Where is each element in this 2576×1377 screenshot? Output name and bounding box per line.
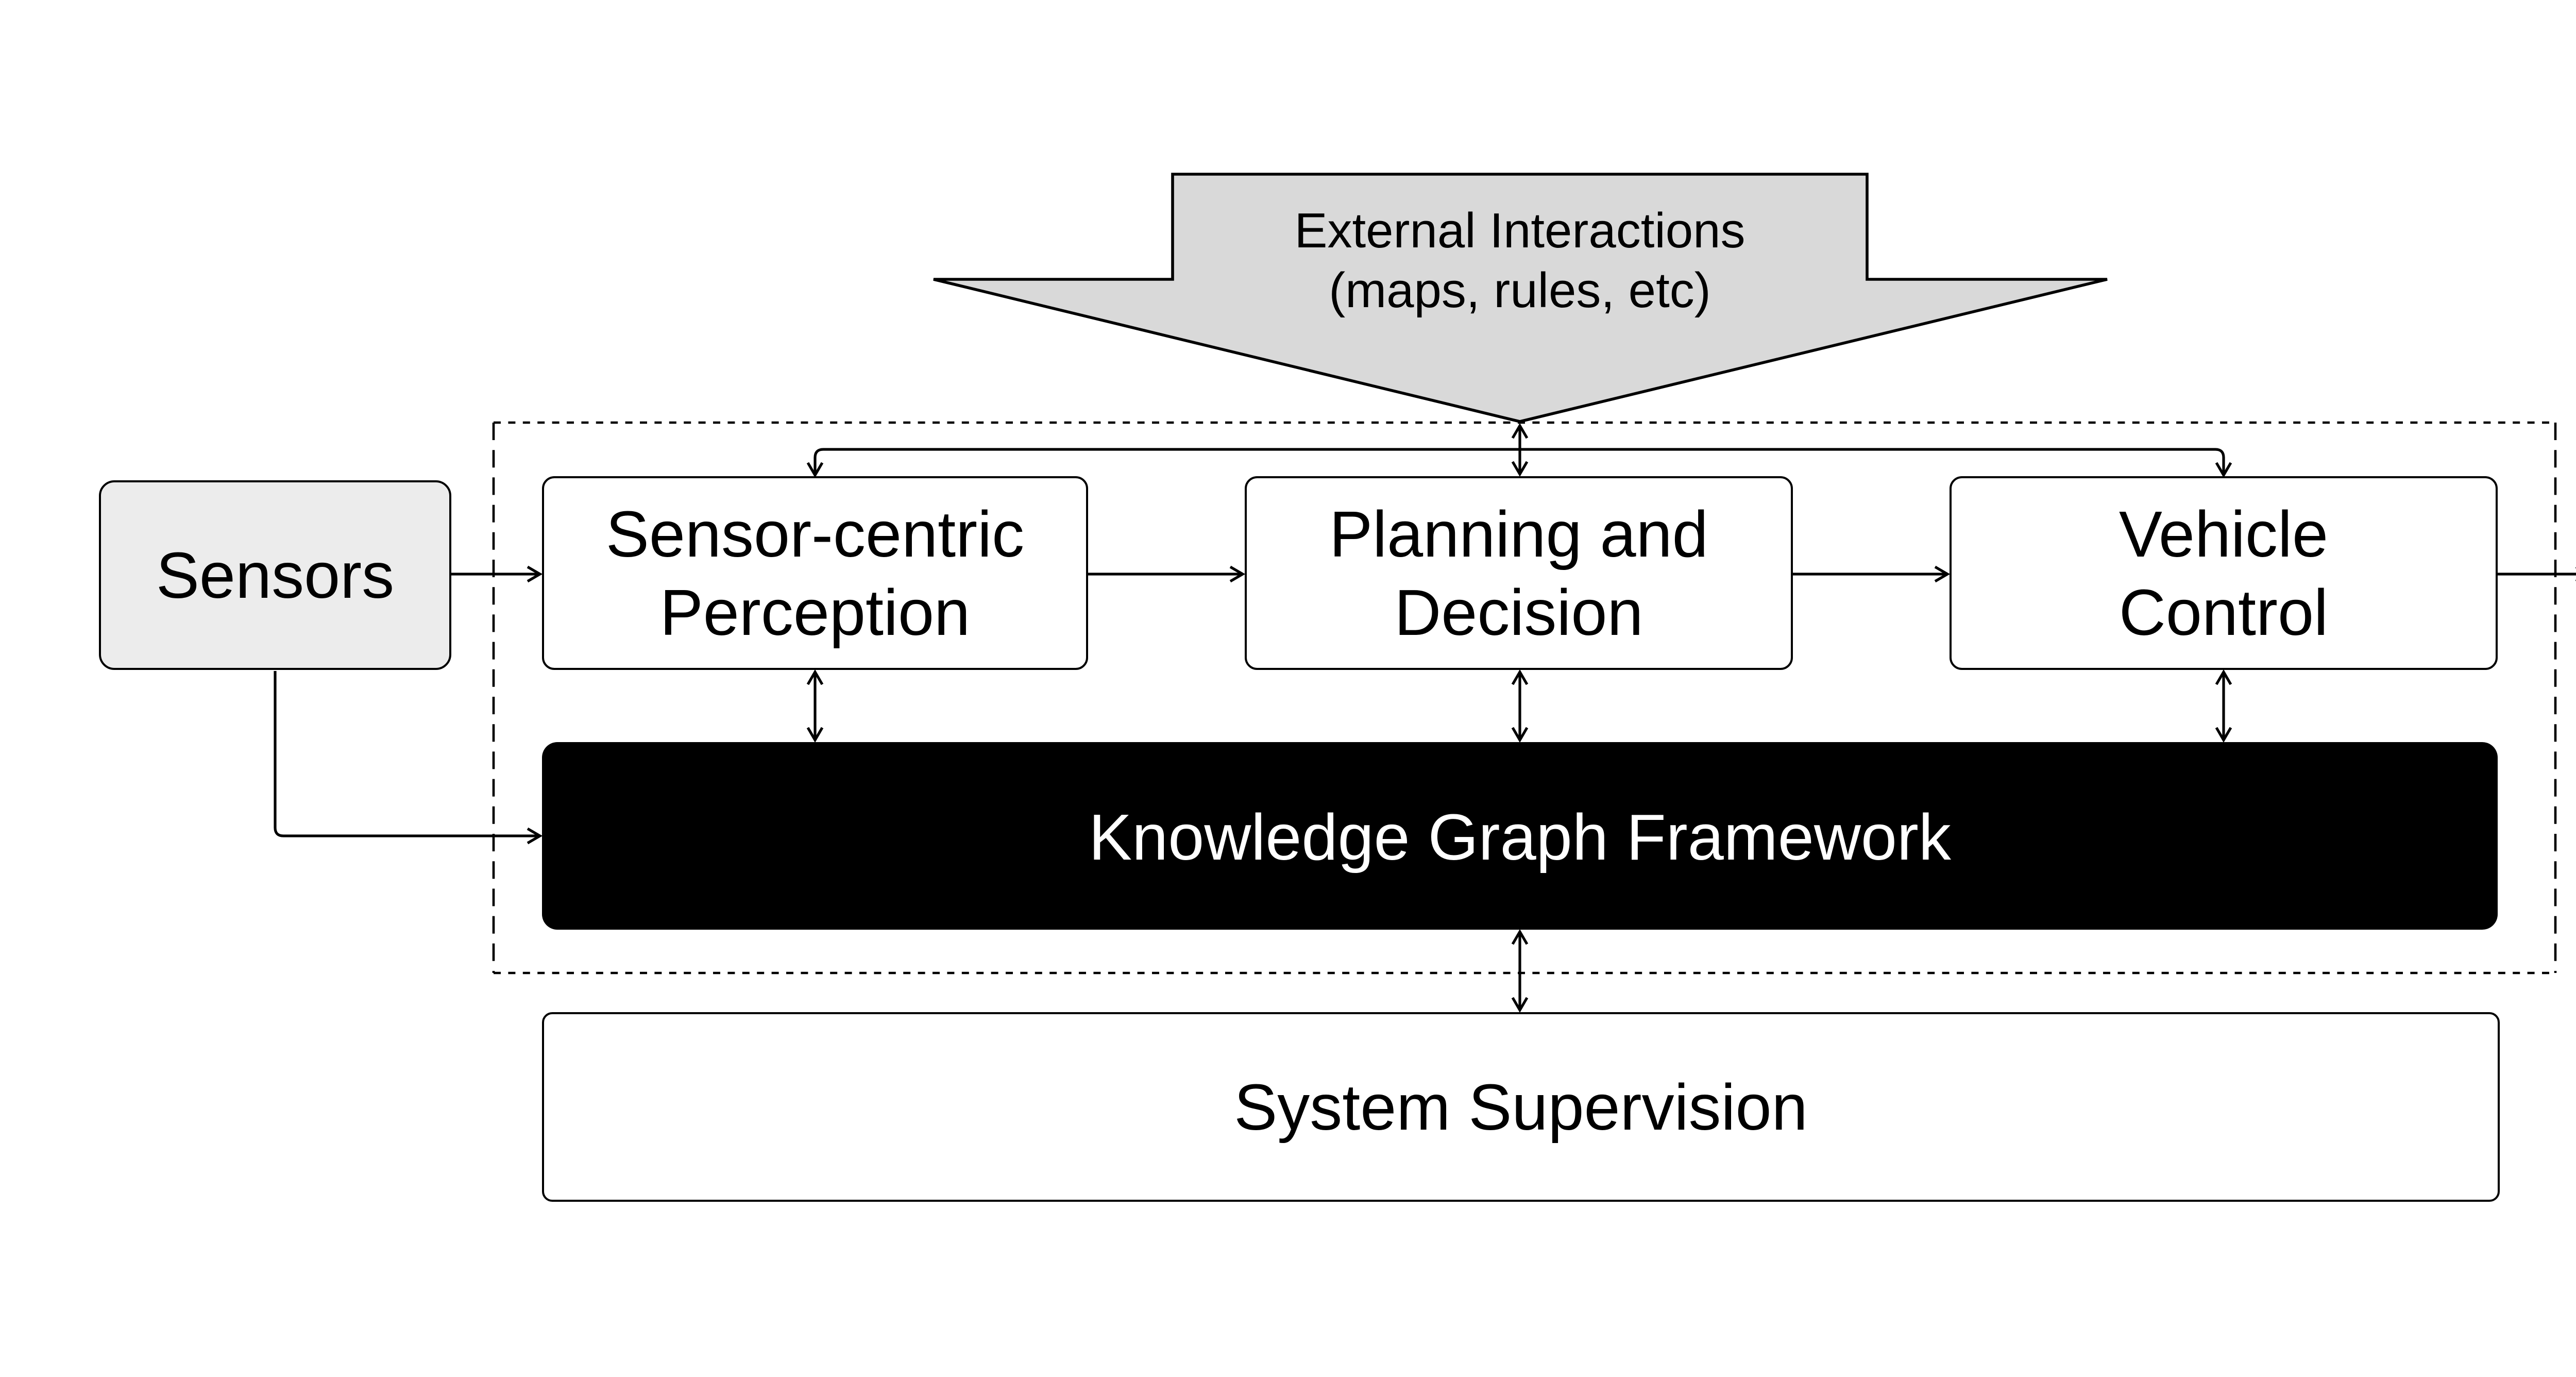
external-interactions-label: External Interactions (maps, rules, etc) bbox=[1294, 204, 1745, 318]
node-knowledge-graph-framework: Knowledge Graph Framework bbox=[542, 742, 2498, 930]
node-sensor-centric-perception: Sensor-centric Perception bbox=[542, 476, 1088, 670]
external-interactions-arrow-shape bbox=[933, 173, 2108, 423]
arrow-sensors-to-kgf bbox=[274, 671, 543, 845]
node-planning-and-decision: Planning and Decision bbox=[1245, 476, 1793, 670]
node-sensors: Sensors bbox=[99, 480, 451, 670]
node-system-supervision: System Supervision bbox=[542, 1012, 2500, 1202]
node-vehicle-control: Vehicle Control bbox=[1950, 476, 2498, 670]
